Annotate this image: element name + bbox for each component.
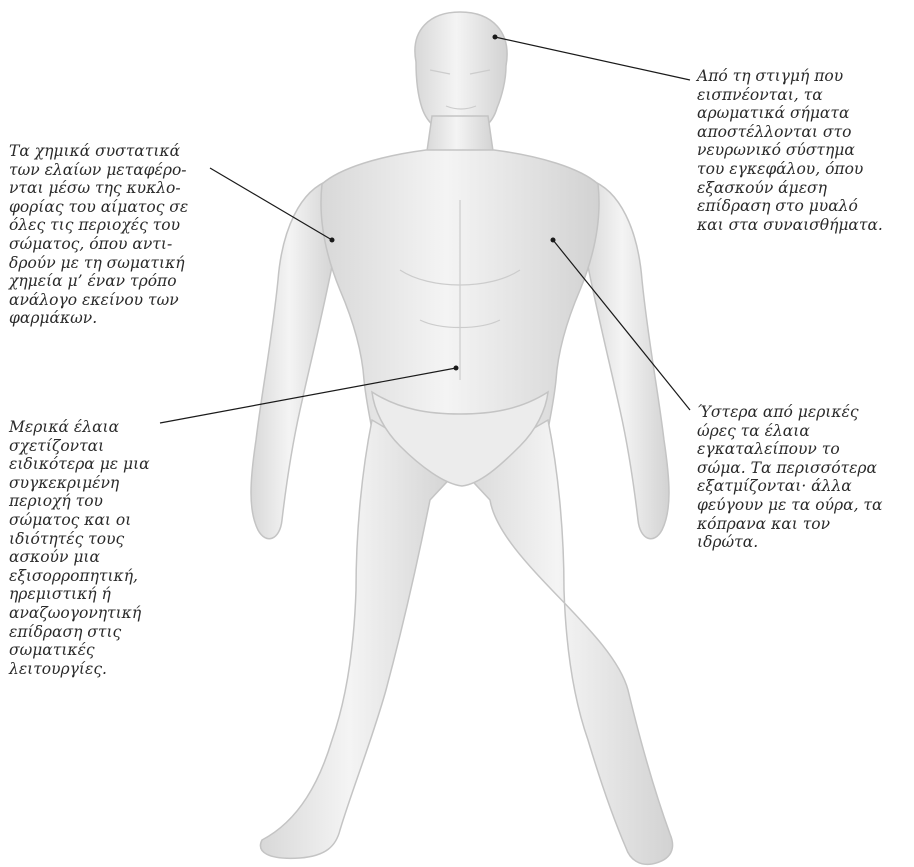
annotation-elimination: Ύστερα από μερικές ώρες τα έλαια εγκαταλ… — [697, 403, 912, 552]
annotation-specific-areas: Μερικά έλαια σχετίζονται ειδικότερα με μ… — [9, 418, 204, 678]
leader-line-brain — [495, 37, 690, 80]
statue-leg-left — [261, 420, 458, 858]
annotation-brain: Από τη στιγμή που εισπνέονται, τα αρωματ… — [697, 67, 912, 234]
leader-dot-elimination — [551, 238, 556, 243]
leader-dot-brain — [493, 35, 498, 40]
leader-dot-specific — [454, 366, 459, 371]
statue-figure — [251, 12, 673, 864]
annotation-circulation: Τα χημικά συστατικά των ελαίων μεταφέρο-… — [9, 142, 244, 328]
leader-dot-circulation — [330, 238, 335, 243]
